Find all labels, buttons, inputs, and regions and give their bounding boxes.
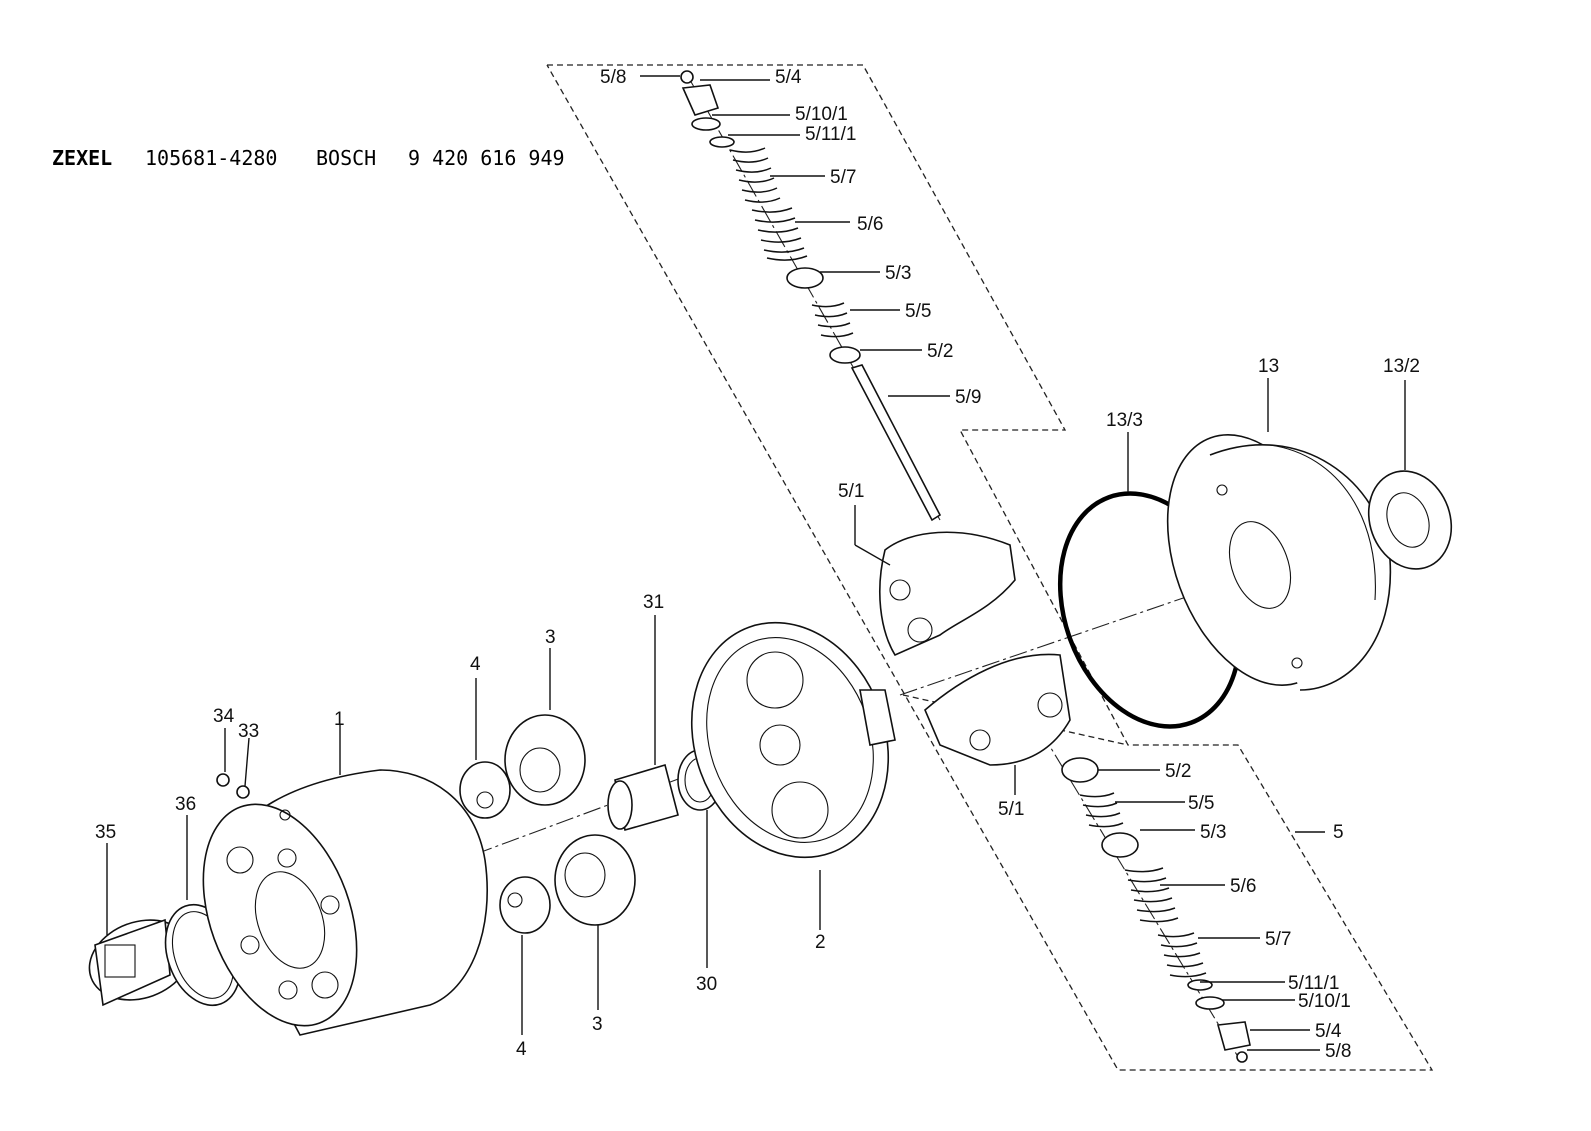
label-5-2-top: 5/2 xyxy=(927,341,953,362)
label-3-top: 3 xyxy=(545,627,556,648)
label-4-bottom: 4 xyxy=(516,1039,527,1060)
label-5-9: 5/9 xyxy=(955,387,981,408)
label-1: 1 xyxy=(334,709,345,730)
label-5-3-bottom: 5/3 xyxy=(1200,822,1226,843)
label-5-7-bottom: 5/7 xyxy=(1265,929,1291,950)
part-2-rotor xyxy=(690,621,896,859)
valve-stack-lower xyxy=(1061,757,1251,1063)
label-35: 35 xyxy=(95,822,116,843)
label-3-bottom: 3 xyxy=(592,1014,603,1035)
title-brand-bosch: BOSCH xyxy=(316,146,376,170)
part-13-cover xyxy=(1166,434,1392,691)
label-13: 13 xyxy=(1258,356,1279,377)
label-5-4-top: 5/4 xyxy=(775,67,802,88)
label-5-4-bottom: 5/4 xyxy=(1315,1021,1342,1042)
label-33: 33 xyxy=(238,721,259,742)
part-4-lower xyxy=(499,876,551,934)
part-5-1-lower xyxy=(924,653,1071,766)
label-5-6-bottom: 5/6 xyxy=(1230,876,1256,897)
title-zexel-code: 105681-4280 xyxy=(145,146,277,170)
label-5-10-1-top: 5/10/1 xyxy=(795,104,848,125)
label-13-2: 13/2 xyxy=(1383,356,1420,377)
label-13-3: 13/3 xyxy=(1106,410,1143,431)
part-13-2-bearing xyxy=(1367,470,1453,570)
label-5: 5 xyxy=(1333,822,1344,843)
label-31: 31 xyxy=(643,592,664,613)
label-5-5-bottom: 5/5 xyxy=(1188,793,1214,814)
part-3-upper xyxy=(504,714,586,806)
label-5-1-bottom: 5/1 xyxy=(998,799,1024,820)
label-5-10-1-bottom: 5/10/1 xyxy=(1298,991,1351,1012)
label-5-11-1-top: 5/11/1 xyxy=(805,124,856,145)
label-34: 34 xyxy=(213,706,235,727)
leader-lines xyxy=(106,75,1406,1051)
title-brand-zexel: ZEXEL xyxy=(52,146,112,170)
label-30: 30 xyxy=(696,974,717,995)
label-5-8-bottom: 5/8 xyxy=(1325,1041,1351,1062)
label-5-3-top: 5/3 xyxy=(885,263,911,284)
title-bosch-code: 9 420 616 949 xyxy=(408,146,565,170)
label-5-1-top: 5/1 xyxy=(838,481,864,502)
part-33-washer xyxy=(236,785,291,821)
part-5-1-upper xyxy=(879,531,1016,657)
label-5-5-top: 5/5 xyxy=(905,301,931,322)
label-2: 2 xyxy=(815,932,826,953)
part-1-housing xyxy=(202,769,489,1036)
part-3-lower xyxy=(554,834,636,926)
label-5-6-top: 5/6 xyxy=(857,214,883,235)
part-31-sleeve xyxy=(607,763,679,832)
valve-stack-upper xyxy=(680,70,942,522)
label-5-8-top: 5/8 xyxy=(600,67,626,88)
part-34-screw xyxy=(216,773,230,787)
label-5-7-top: 5/7 xyxy=(830,167,856,188)
part-4-upper xyxy=(459,761,511,819)
label-36: 36 xyxy=(175,794,196,815)
label-4-top: 4 xyxy=(470,654,481,675)
label-5-11-1-bottom: 5/11/1 xyxy=(1288,973,1339,994)
label-5-2-bottom: 5/2 xyxy=(1165,761,1191,782)
